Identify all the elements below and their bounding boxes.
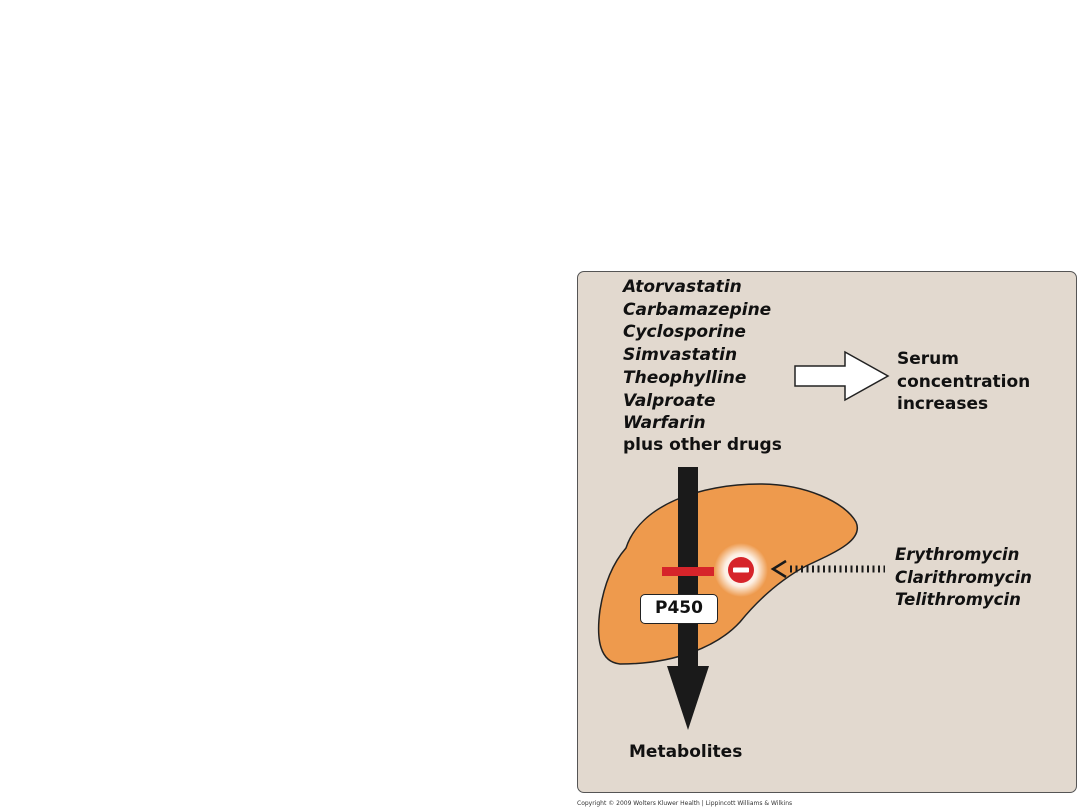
p450-enzyme-label: P450 (640, 594, 718, 624)
inhibitor-drug: Erythromycin (895, 545, 1020, 564)
substrate-extra-label: plus other drugs (623, 435, 782, 455)
serum-effect-line: increases (897, 394, 989, 414)
substrate-drug: Cyclosporine (623, 322, 746, 343)
inhibition-bar (662, 567, 714, 576)
minus-icon-bar (733, 567, 749, 573)
substrate-drug: Theophylline (623, 367, 747, 388)
substrate-drug: Valproate (623, 390, 716, 411)
serum-effect-line: concentration (897, 371, 1031, 392)
substrate-drug: Atorvastatin (623, 277, 742, 297)
pathway-arrow-head (667, 666, 709, 730)
substrate-drug: Carbamazepine (623, 299, 772, 320)
inhibitor-drug: Clarithromycin (895, 567, 1032, 587)
inhibitor-drug-list: Erythromycin Clarithromycin Telithromyci… (895, 544, 1032, 612)
serum-block-arrow (794, 350, 890, 402)
inhibitor-arrow-tip (770, 559, 787, 579)
serum-effect-line: Serum (897, 349, 959, 369)
serum-effect-label: Serum concentration increases (897, 348, 1030, 416)
substrate-drug: Simvastatin (623, 345, 738, 366)
substrate-drug: Warfarin (623, 413, 706, 434)
metabolites-label: Metabolites (629, 742, 743, 762)
copyright-notice: Copyright © 2009 Wolters Kluwer Health |… (577, 800, 793, 807)
inhibitor-drug: Telithromycin (895, 590, 1021, 609)
substrate-drug-list: Atorvastatin Carbamazepine Cyclosporine … (623, 276, 771, 435)
